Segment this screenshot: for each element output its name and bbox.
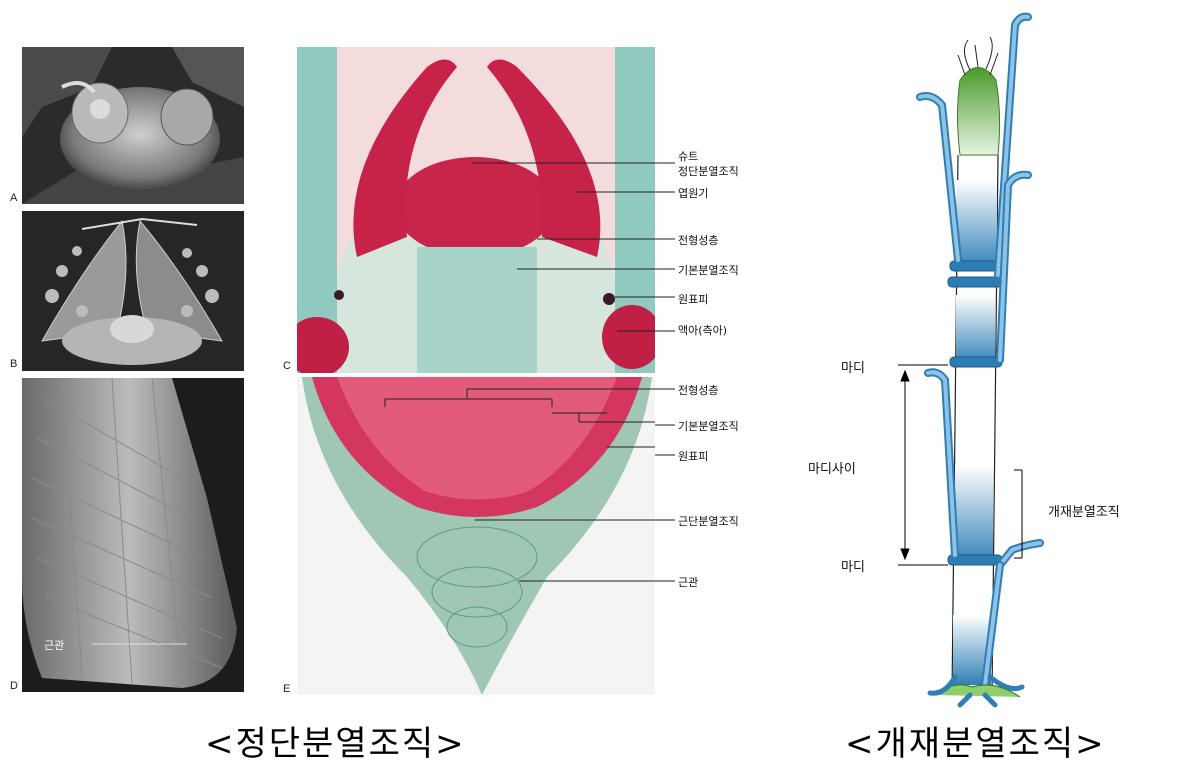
label-ground-meristem-c: 기본분열조직 xyxy=(678,262,739,278)
panel-c-leaders xyxy=(655,150,685,390)
caption-apical-meristem: <정단분열조직> xyxy=(205,716,466,765)
label-axillary-bud: 액아(측아) xyxy=(678,322,727,338)
panel-label-a: A xyxy=(10,192,17,204)
panel-b-image xyxy=(22,211,244,371)
panel-label-c: C xyxy=(283,360,291,372)
panel-e-image xyxy=(297,377,655,695)
grass-stem-diagram xyxy=(900,5,1160,705)
label-internode: 마디사이 xyxy=(808,458,856,477)
caption-intercalary-meristem: <개재분열조직> xyxy=(845,716,1106,765)
panel-c-image xyxy=(297,47,655,373)
label-node-bottom: 마디 xyxy=(841,556,865,575)
panel-label-b: B xyxy=(10,358,17,370)
panel-label-d: D xyxy=(10,680,18,692)
label-ground-meristem-e: 기본분열조직 xyxy=(678,418,739,434)
panel-e-leaders xyxy=(655,385,685,605)
label-apical-meristem: 정단분열조직 xyxy=(678,163,739,179)
panel-label-e: E xyxy=(283,683,290,695)
label-intercalary-meristem: 개재분열조직 xyxy=(1048,501,1120,520)
panel-a-image xyxy=(22,47,244,204)
panel-d-root-cap-label: 근관 xyxy=(44,637,64,653)
label-root-apical-meristem: 근단분열조직 xyxy=(678,513,739,529)
label-node-top: 마디 xyxy=(841,357,865,376)
